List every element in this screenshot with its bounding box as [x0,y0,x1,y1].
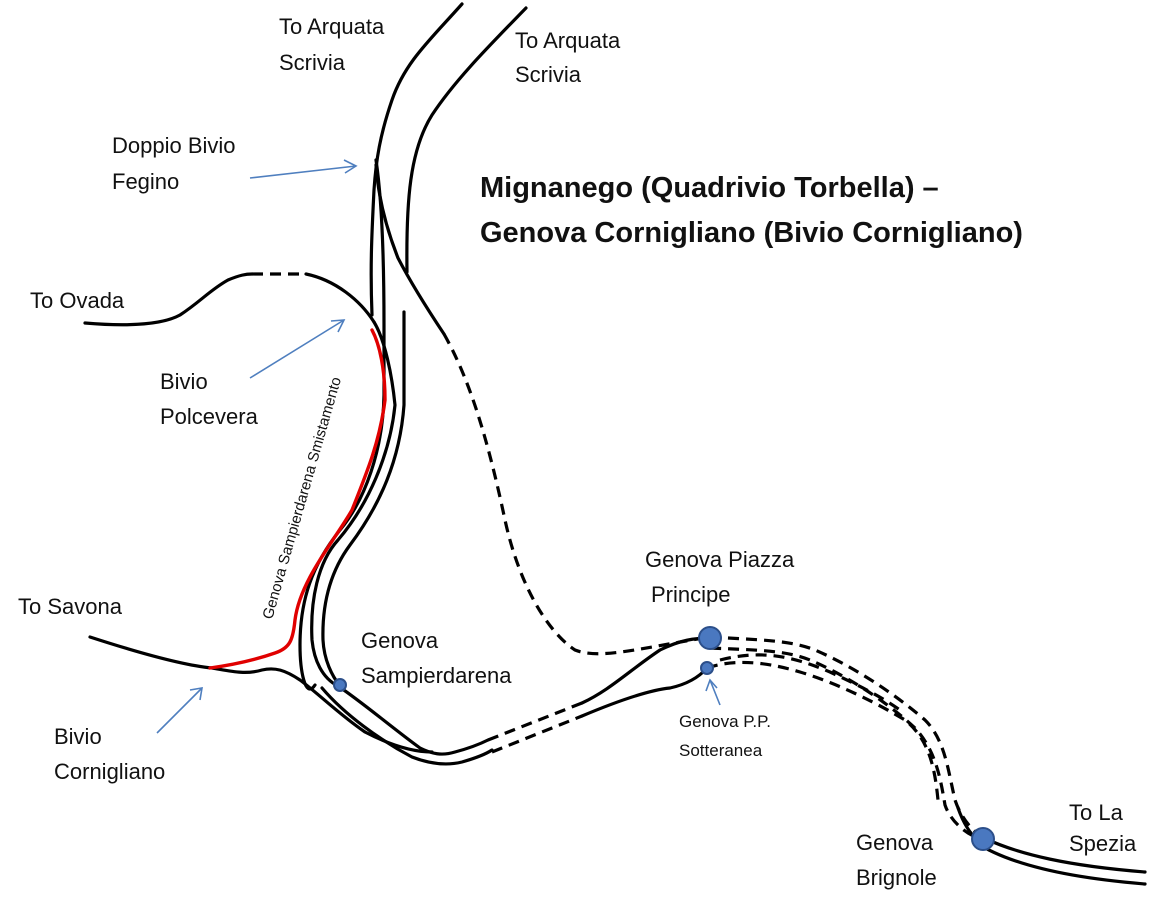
track-arquata-right [405,6,528,274]
station-sotteranea-marker [700,661,714,675]
track-sampierdarena-upper [336,684,490,756]
label-bivio-cornigliano: Bivio Cornigliano [54,724,165,784]
track-central-solid-1 [580,636,712,705]
label-pp-sotteranea: Genova P.P. Sotteranea [679,712,776,760]
label-doppio-bivio: Doppio Bivio Fegino [112,133,242,194]
track-ovada-solid-2 [304,272,376,324]
track-sampierdarena-lower [320,686,494,766]
labels: To Arquata Scrivia To Arquata Scrivia Do… [18,14,1137,890]
track-arquata-branch-dashed [442,333,711,656]
label-arquata-left: To Arquata Scrivia [279,14,390,75]
label-sampierdarena: Genova Sampierdarena [361,628,512,688]
track-la-spezia-1 [982,836,1147,874]
track-sotteranea-east [719,653,901,712]
track-polcevera-down-outer [310,320,397,688]
arrows [156,159,721,734]
label-smistamento: Genova Sampierdarena Smistamento [260,375,346,621]
track-central-solid-2 [580,666,709,718]
track-polcevera-down-inner [321,310,406,688]
label-brignole: Genova Brignole [856,830,939,890]
label-savona: To Savona [18,594,123,619]
diagram-title: Mignanego (Quadrivio Torbella) – Genova … [480,172,1023,249]
station-brignole-marker [971,827,995,851]
track-principe-brignole-1 [709,635,985,840]
track-la-spezia-2 [973,840,1147,886]
arrow-sotteranea [705,678,721,706]
label-bivio-polcevera: Bivio Polcevera [160,369,259,429]
track-arquata-left [369,2,464,317]
tracks [83,2,1147,886]
station-principe-marker [698,626,722,650]
track-savona [88,635,434,754]
track-ovada-solid-1 [83,272,254,327]
stations [333,626,995,851]
track-sotteranea-brignole [706,660,940,801]
label-piazza-principe: Genova Piazza Principe [645,547,800,607]
track-arquata-branch-solid [374,163,446,336]
label-ovada: To Ovada [30,288,125,313]
label-la-spezia: To La Spezia [1069,800,1137,856]
arrow-bivio-polcevera [249,319,346,379]
track-principe-brignole-2 [709,646,985,842]
station-sampierdarena-marker [333,678,347,692]
label-arquata-right: To Arquata Scrivia [515,28,626,87]
route-smistamento-highlight [208,328,387,670]
arrow-bivio-cornigliano [156,687,203,734]
track-central-dashed-2 [491,714,583,754]
arrow-doppio-bivio [249,159,358,179]
